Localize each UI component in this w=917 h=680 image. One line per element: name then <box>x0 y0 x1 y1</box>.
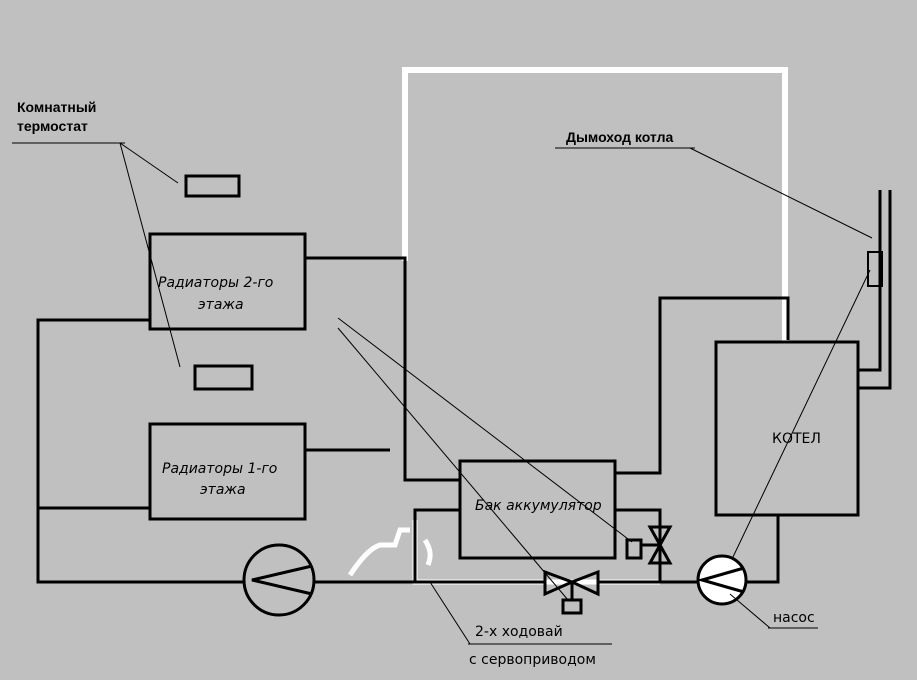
flue-sensor-leader <box>721 269 871 581</box>
flue-sensor <box>867 251 883 287</box>
room-thermostat-lower <box>193 364 254 391</box>
valve-leader-1 <box>337 317 633 543</box>
thermostat-label-line1: Комнатный <box>17 99 96 115</box>
thermostat-leader-upper <box>119 142 179 184</box>
pipework <box>36 190 892 584</box>
flue-leader <box>689 147 873 239</box>
valve-label-line2: с сервоприводом <box>469 652 596 668</box>
accumulator-tank-box <box>458 459 617 560</box>
boiler-label: КОТЕЛ <box>772 431 821 447</box>
radiators-1st-floor-box <box>148 422 307 521</box>
radiators-1st-floor-label-line1: Радиаторы 1-го <box>162 461 277 477</box>
radiators-2nd-floor-box <box>148 232 307 331</box>
white-pipe-loop <box>402 67 788 343</box>
radiators-2nd-floor-label-line1: Радиаторы 2-го <box>158 275 273 291</box>
room-thermostat-upper <box>184 174 241 198</box>
flue-label: Дымоход котла <box>566 129 673 145</box>
valve-label-line1: 2-х ходовай <box>475 624 563 640</box>
left-circulation-pump <box>242 543 316 617</box>
two-way-servo-valve <box>543 569 600 615</box>
boiler-box <box>714 340 860 517</box>
thermostat-label-line2: термостат <box>17 118 88 134</box>
valve-leader-2 <box>337 327 569 601</box>
radiators-1st-floor-label-line2: этажа <box>200 482 246 498</box>
boiler-pump <box>696 554 748 606</box>
pump-label: насос <box>773 610 815 626</box>
accumulator-tank-label: Бак аккумулятор <box>475 498 602 514</box>
pump-leader <box>729 593 771 629</box>
valve-label-leader <box>429 581 471 645</box>
radiators-2nd-floor-label-line2: этажа <box>198 297 244 313</box>
bypass-valve <box>625 525 673 565</box>
